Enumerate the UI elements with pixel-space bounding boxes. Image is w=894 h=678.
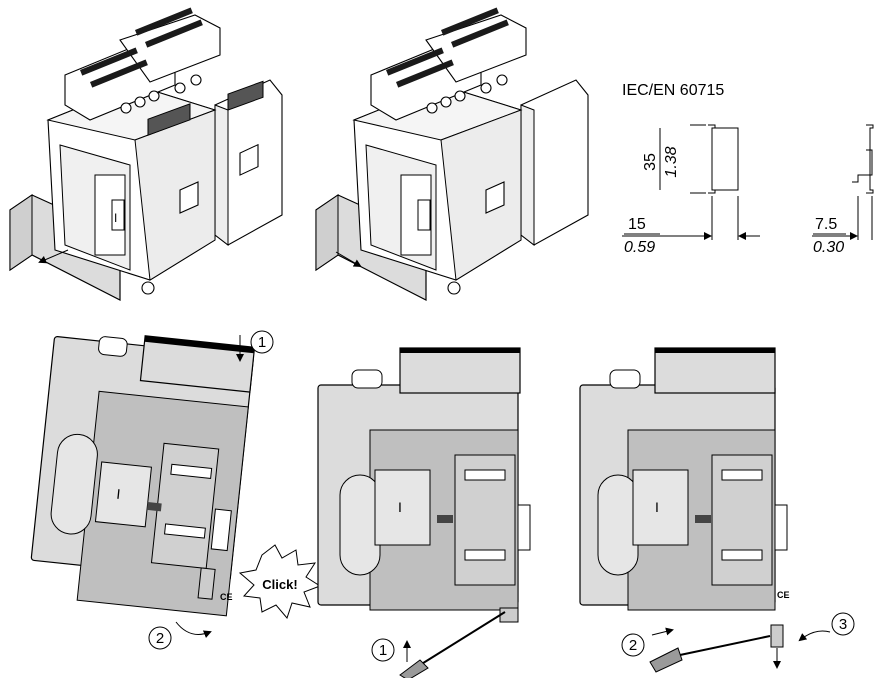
front-mark-b: I <box>655 499 659 515</box>
remove-step-2: 2 <box>629 637 637 654</box>
remove-step-1: 1 <box>379 642 387 659</box>
click-label: Click! <box>262 577 297 592</box>
click-burst: Click! <box>238 544 322 620</box>
rail-dimensions: IEC/EN 60715 35 1.38 15 0.59 7.5 0.30 <box>622 82 874 256</box>
rail-35-height-mm: 35 <box>642 153 659 171</box>
rail-75-width-mm: 7.5 <box>815 216 837 233</box>
mount-step-1: 1 <box>258 334 266 351</box>
remove-step-3: 3 <box>839 616 847 633</box>
mounting-step: I <box>30 335 256 617</box>
rail-35-profile <box>708 124 716 194</box>
front-mark-a: I <box>398 499 402 515</box>
iso-device-right <box>315 7 589 301</box>
iso-device-left: I <box>9 7 283 301</box>
removal-step-a: I <box>317 347 531 678</box>
rail-75-profile <box>852 149 873 183</box>
rail-75-width-in: 0.30 <box>813 239 844 256</box>
removal-step-b: I CE <box>579 347 790 673</box>
mount-step-2: 2 <box>156 630 164 647</box>
front-mark: I <box>116 486 122 502</box>
rail-35-width-in: 0.59 <box>624 239 655 256</box>
ce-mark-left: CE <box>220 592 233 602</box>
standard-label: IEC/EN 60715 <box>622 82 724 99</box>
ce-mark: CE <box>777 590 790 600</box>
rail-35-height-in: 1.38 <box>663 146 680 177</box>
device-mark: I <box>114 211 117 225</box>
rail-35-width-mm: 15 <box>628 216 646 233</box>
